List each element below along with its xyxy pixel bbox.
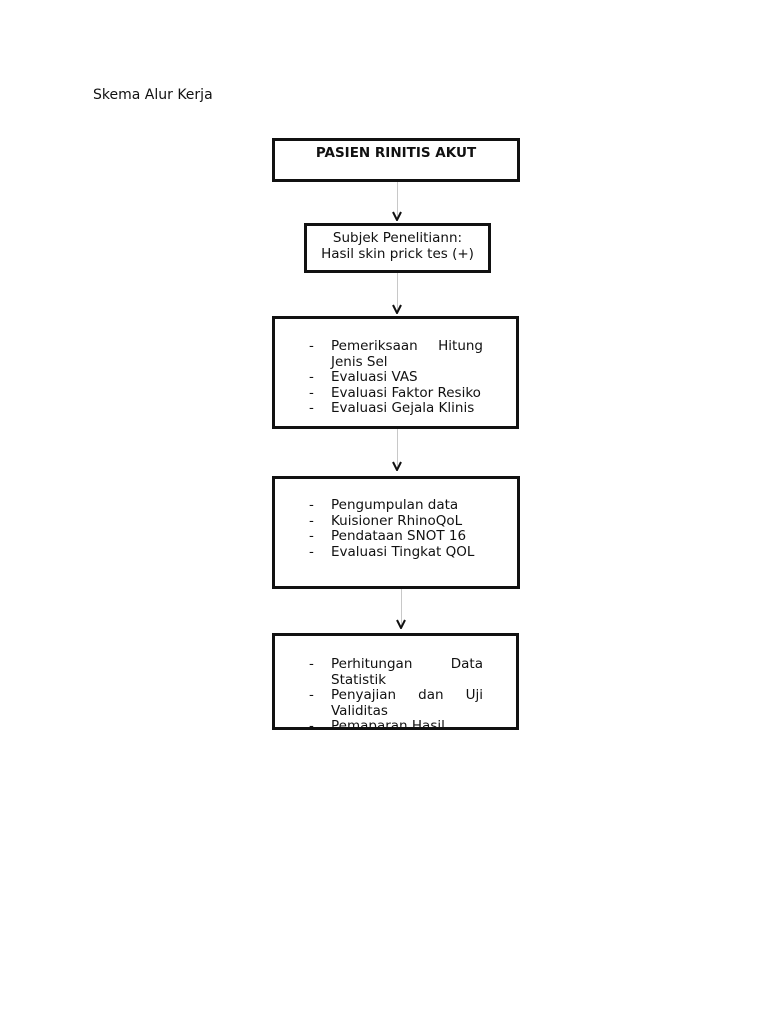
flow-box-analysis: -Perhitungan Data Statistik -Penyajian d… <box>272 633 519 730</box>
connector-line <box>401 589 402 627</box>
list-item: -Pendataan SNOT 16 <box>309 528 467 544</box>
list-item: -Perhitungan Data Statistik <box>309 656 483 688</box>
arrow-down-icon <box>392 304 402 314</box>
box-line: Subjek Penelitiann: <box>332 230 463 246</box>
list-item: -Evaluasi VAS <box>309 369 418 385</box>
arrow-down-icon <box>392 461 402 471</box>
list-item: -Pemaparan Hasil <box>309 718 445 730</box>
box-line: Hasil skin prick tes (+) <box>321 246 474 262</box>
list-item: -Pemeriksaan Hitung Jenis Sel <box>309 338 483 370</box>
flow-box-data-collection: -Pengumpulan data -Kuisioner RhinoQoL -P… <box>272 476 520 589</box>
box-title: PASIEN RINITIS AKUT <box>315 145 477 161</box>
list-item: -Evaluasi Gejala Klinis <box>309 400 475 416</box>
list-item: -Penyajian dan Uji Validitas <box>309 687 483 719</box>
list-item: -Evaluasi Tingkat QOL <box>309 543 475 560</box>
connector-line <box>397 182 398 218</box>
flow-box-examination: -Pemeriksaan Hitung Jenis Sel -Evaluasi … <box>272 316 519 429</box>
flow-box-subject: Subjek Penelitiann: Hasil skin prick tes… <box>304 223 491 273</box>
connector-line <box>397 273 398 311</box>
connector-line <box>397 429 398 471</box>
document-heading: Skema Alur Kerja <box>93 87 213 103</box>
arrow-down-icon <box>396 619 406 629</box>
list-item: -Evaluasi Faktor Resiko <box>309 384 481 401</box>
arrow-down-icon <box>392 211 402 221</box>
flow-box-patients: PASIEN RINITIS AKUT <box>272 138 520 182</box>
list-item: -Kuisioner RhinoQoL <box>309 512 463 529</box>
list-item: -Pengumpulan data <box>309 497 459 513</box>
